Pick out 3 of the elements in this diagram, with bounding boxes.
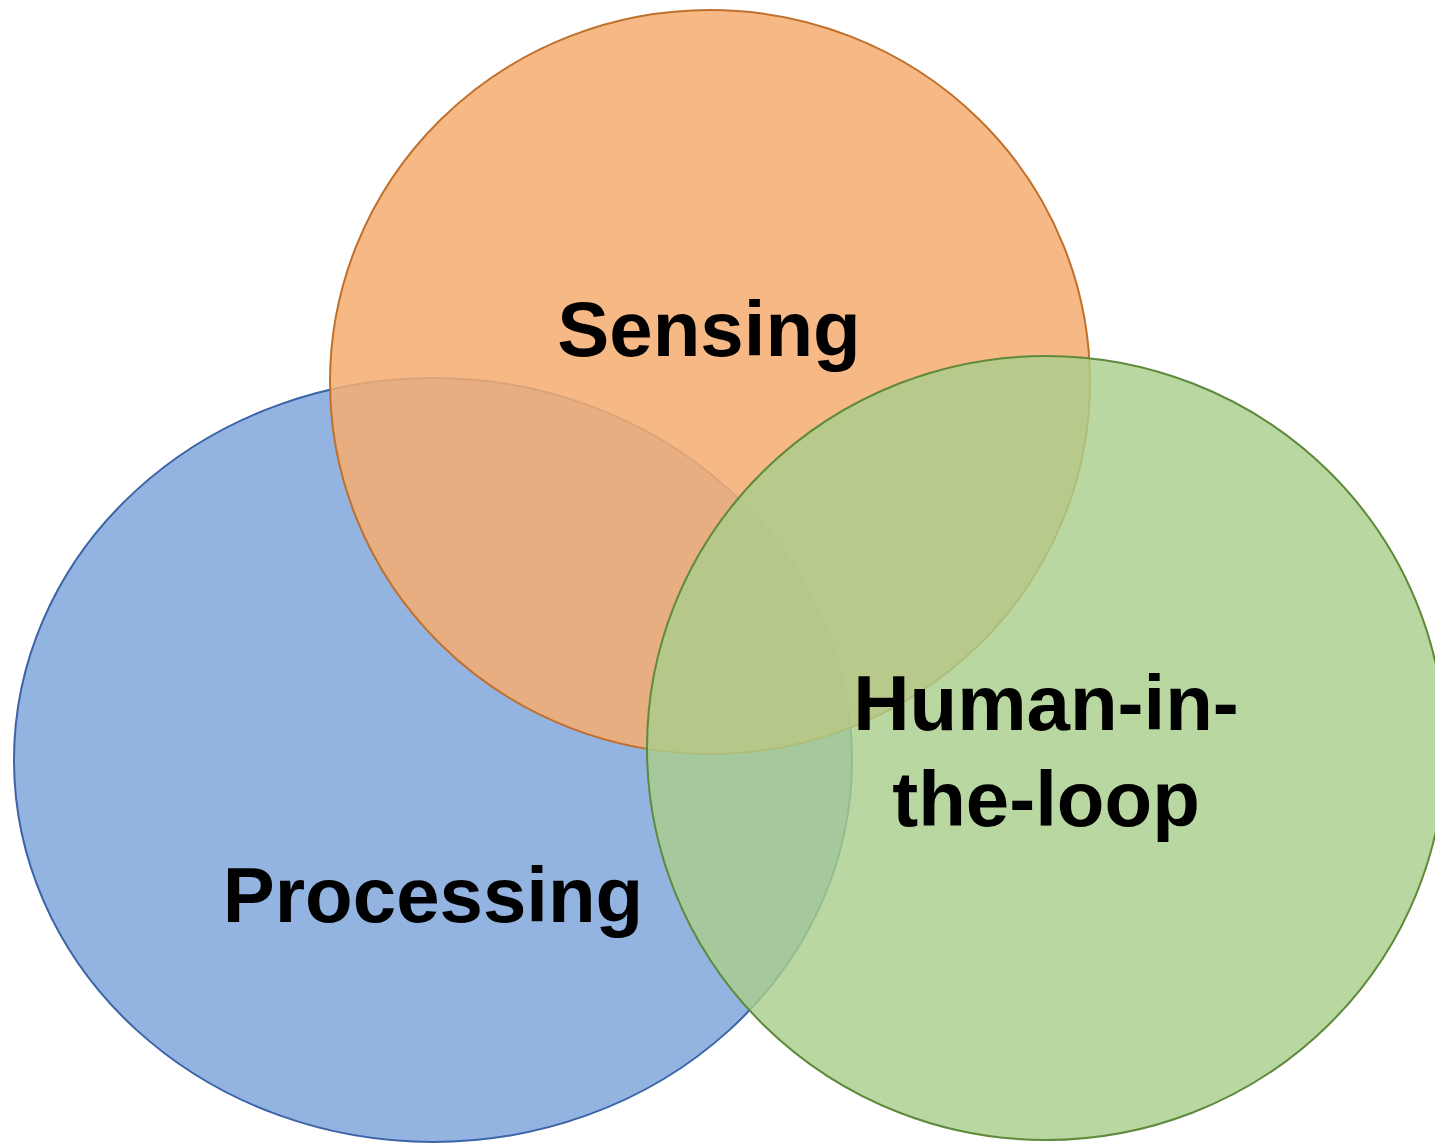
circle-label: Human-in-the-loop: [852, 658, 1240, 845]
circle-label: Processing: [221, 850, 645, 941]
circle-label: Sensing: [556, 284, 862, 375]
